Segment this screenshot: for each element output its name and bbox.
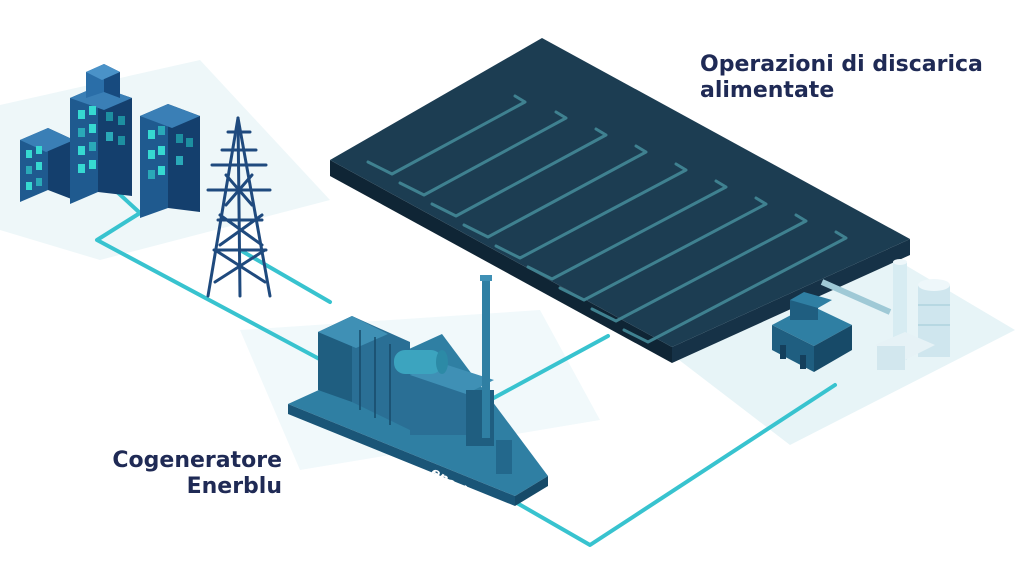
power-pylon [206, 116, 272, 298]
landfill-slab [330, 38, 910, 363]
landfill-label-line-2: alimentate [700, 78, 835, 104]
cogenerator-label-line-1: Cogeneratore [112, 448, 282, 473]
cogenerator-label: Cogeneratore Enerblu [70, 448, 282, 501]
cogeneration-unit: enerblu [288, 275, 548, 508]
connector-pylon-to-cogen [238, 248, 332, 304]
connector-lines [95, 188, 837, 547]
gas-treatment-plant [772, 259, 950, 372]
building-right [140, 104, 200, 218]
landfill-side-left [330, 160, 672, 363]
connector-cogen-to-gas-plant [515, 383, 837, 547]
connector-landfill-to-cogen [488, 334, 610, 402]
city-buildings [20, 64, 200, 218]
landfill-label: Operazioni di discarica alimentate [700, 52, 1020, 105]
building-tall [70, 64, 132, 204]
connector-buildings-to-cogen [95, 188, 327, 364]
landfill-top [330, 38, 910, 347]
gas-silos [875, 259, 950, 370]
landfill-label-line-1: Operazioni di discarica [700, 52, 983, 77]
cogen-base-side [288, 404, 515, 506]
building-small [20, 128, 74, 202]
cogenerator-label-line-2: Enerblu [186, 474, 282, 500]
landfill-channels [366, 94, 848, 344]
